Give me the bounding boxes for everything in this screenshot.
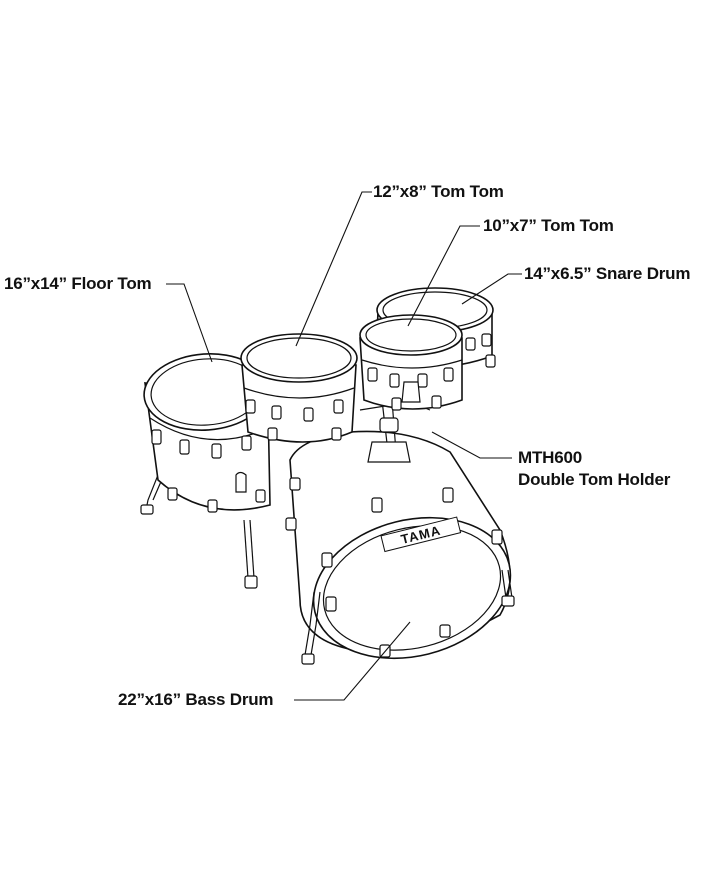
label-snare-drum: 14”x6.5” Snare Drum xyxy=(524,264,691,283)
label-tom-holder: MTH600 Double Tom Holder xyxy=(518,447,670,491)
tom-tom-12-lugs xyxy=(245,399,344,441)
tom-tom-10-lugs xyxy=(367,367,454,411)
label-tom-holder-name: Double Tom Holder xyxy=(518,470,671,489)
tom-tom-10 xyxy=(359,314,463,411)
floor-tom-lugs xyxy=(151,429,266,513)
leader-line-tom12 xyxy=(295,191,372,347)
snare-drum-lugs xyxy=(465,333,496,368)
floor-tom xyxy=(143,353,271,513)
leader-lines xyxy=(166,191,522,701)
bass-drum-spurs xyxy=(301,569,515,665)
leader-line-floor xyxy=(166,283,213,363)
label-tom-tom-12: 12”x8” Tom Tom xyxy=(373,182,504,201)
label-bass-drum: 22”x16” Bass Drum xyxy=(118,690,274,709)
leader-line-snare xyxy=(461,273,522,305)
label-floor-tom: 16”x14” Floor Tom xyxy=(4,274,152,293)
label-tom-holder-model: MTH600 xyxy=(518,448,582,467)
bass-drum xyxy=(285,430,515,665)
leader-line-bass xyxy=(294,621,411,701)
leader-line-holder xyxy=(431,431,512,459)
label-tom-tom-10: 10”x7” Tom Tom xyxy=(483,216,614,235)
leader-line-tom10 xyxy=(407,225,480,327)
bass-drum-lugs xyxy=(285,477,503,658)
tom-tom-12 xyxy=(240,333,358,443)
